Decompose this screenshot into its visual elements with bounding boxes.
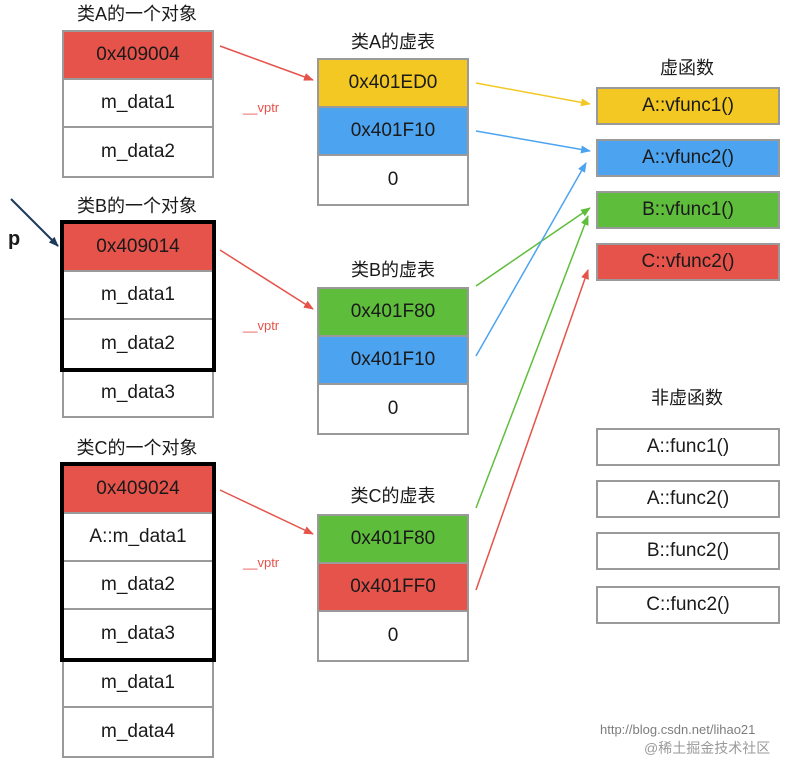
vtable-b-entry: 0x401F10 (317, 335, 469, 385)
vtable-a-terminator: 0 (317, 154, 469, 206)
object-c-data-cell: m_data1 (62, 658, 214, 708)
pointer-p-arrow (10, 198, 59, 247)
object-c-title: 类C的一个对象 (76, 438, 198, 458)
non-virtual-function-box: B::func2() (596, 532, 780, 570)
vptr-label-b: __vptr (243, 318, 280, 333)
vtable-c-to-b-vfunc1-arrow (475, 215, 589, 509)
virtual-function-box: A::vfunc2() (596, 139, 780, 177)
virtual-functions-title: 虚函数 (660, 58, 714, 78)
object-b-data-cell: m_data3 (62, 368, 214, 418)
object-a-data-cell: m_data2 (62, 126, 214, 178)
vptr-arrow-c (219, 489, 314, 535)
non-virtual-function-box: A::func2() (596, 480, 780, 518)
non-virtual-function-box: A::func1() (596, 428, 780, 466)
non-virtual-functions-title: 非虚函数 (651, 388, 723, 408)
virtual-function-box: B::vfunc1() (596, 191, 780, 229)
vtable-b-terminator: 0 (317, 383, 469, 435)
vtable-a-to-a-vfunc2-arrow (475, 130, 591, 154)
vtable-b-entry: 0x401F80 (317, 287, 469, 337)
watermark-url: http://blog.csdn.net/lihao21 (600, 722, 756, 737)
vtable-a-entry: 0x401F10 (317, 106, 469, 156)
object-a-data-cell: m_data1 (62, 78, 214, 128)
vptr-arrow-a (219, 45, 314, 81)
non-virtual-function-box: C::func2() (596, 586, 780, 624)
vptr-arrow-b (219, 249, 314, 310)
pointer-p-label: p (8, 228, 21, 250)
vtable-a-to-a-vfunc1-arrow (475, 82, 591, 107)
object-c-data-cell: m_data4 (62, 706, 214, 758)
object-c-data-cell: A::m_data1 (62, 512, 214, 562)
vptr-label-c: __vptr (243, 555, 280, 570)
object-b-data-cell: m_data1 (62, 270, 214, 320)
vtable-c-to-c-vfunc2-arrow (475, 269, 589, 591)
object-b-data-cell: m_data2 (62, 318, 214, 370)
vptr-label-a: __vptr (243, 100, 280, 115)
vtable-b-to-b-vfunc1-arrow (475, 207, 591, 287)
vtable-b-title: 类B的虚表 (350, 260, 435, 280)
vtable-c-terminator: 0 (317, 610, 469, 662)
vtable-a-title: 类A的虚表 (350, 32, 435, 52)
virtual-function-box: A::vfunc1() (596, 87, 780, 125)
watermark-credit: @稀土掘金技术社区 (644, 740, 771, 756)
vtable-c-title: 类C的虚表 (350, 486, 436, 506)
vtable-b-to-a-vfunc2-arrow (475, 162, 587, 357)
object-b-title: 类B的一个对象 (76, 196, 197, 216)
object-a-title: 类A的一个对象 (76, 4, 197, 24)
virtual-function-box: C::vfunc2() (596, 243, 780, 281)
